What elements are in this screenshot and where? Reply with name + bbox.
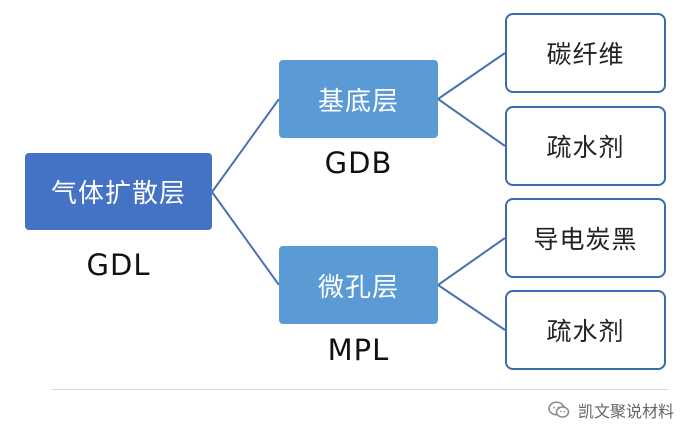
footer-divider bbox=[52, 389, 668, 390]
leaf-node: 碳纤维 bbox=[505, 13, 666, 93]
watermark: 凯文聚说材料 bbox=[548, 398, 674, 422]
branch-node-abbr: GDB bbox=[324, 146, 393, 180]
root-node-abbr: GDL bbox=[86, 248, 151, 282]
connector-branch-1-to-leaf-1 bbox=[437, 52, 506, 100]
leaf-node-label: 疏水剂 bbox=[546, 317, 625, 346]
leaf-node-label: 导电炭黑 bbox=[533, 225, 638, 254]
branch-node-label: 微孔层 bbox=[317, 272, 399, 303]
connector-root-to-branch-1 bbox=[211, 98, 280, 193]
leaf-node-label: 疏水剂 bbox=[546, 133, 625, 162]
connector-branch-1-to-leaf-2 bbox=[437, 98, 506, 147]
connector-branch-2-to-leaf-2 bbox=[437, 284, 506, 331]
root-node: 气体扩散层 bbox=[25, 153, 212, 230]
branch-node-abbr: MPL bbox=[327, 333, 390, 367]
leaf-node-label: 碳纤维 bbox=[546, 40, 625, 69]
wechat-icon bbox=[548, 401, 570, 418]
leaf-node: 导电炭黑 bbox=[505, 198, 666, 278]
branch-node-label: 基底层 bbox=[317, 86, 399, 117]
connector-branch-2-to-leaf-1 bbox=[437, 237, 506, 286]
leaf-node: 疏水剂 bbox=[505, 290, 666, 370]
root-node-label: 气体扩散层 bbox=[50, 179, 186, 209]
watermark-text: 凯文聚说材料 bbox=[577, 402, 674, 421]
connector-root-to-branch-2 bbox=[211, 191, 280, 286]
branch-node-microporous: 微孔层 bbox=[279, 246, 438, 324]
leaf-node: 疏水剂 bbox=[505, 106, 666, 186]
branch-node-substrate: 基底层 bbox=[279, 60, 438, 138]
